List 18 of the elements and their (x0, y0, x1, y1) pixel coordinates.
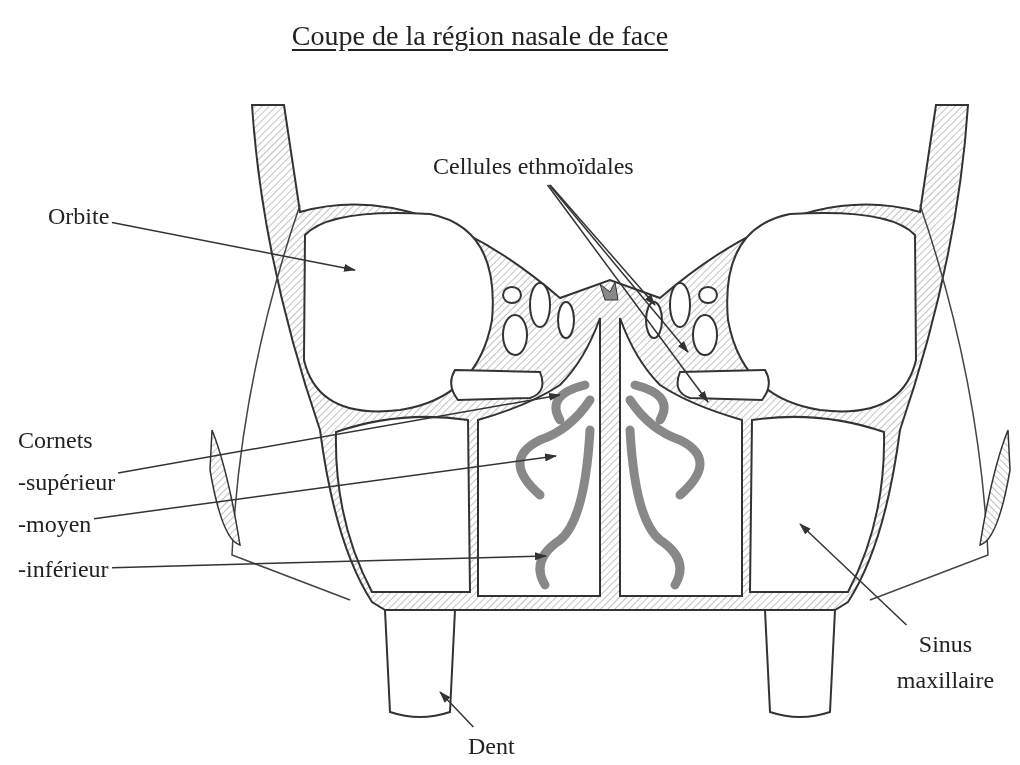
leader-line (799, 523, 908, 626)
annotation-label: -inférieur (18, 551, 109, 587)
leader-line (117, 392, 561, 474)
annotation-label: Sinus maxillaire (878, 626, 1013, 698)
group-label: Cornets (18, 426, 93, 455)
annotation-label: -moyen (18, 506, 92, 542)
leader-line (546, 184, 709, 403)
leader-line (93, 453, 557, 520)
leader-line (111, 552, 547, 569)
leader-line (549, 184, 656, 306)
leader-line (439, 691, 475, 728)
annotation-label: Dent (468, 728, 515, 764)
leader-line (111, 221, 356, 272)
annotation-label: Orbite (48, 198, 110, 234)
annotation-label: Cellules ethmoïdales (433, 148, 634, 184)
diagram-title: Coupe de la région nasale de face (290, 20, 670, 52)
annotation-label: -supérieur (18, 464, 116, 500)
leader-line (548, 184, 689, 353)
